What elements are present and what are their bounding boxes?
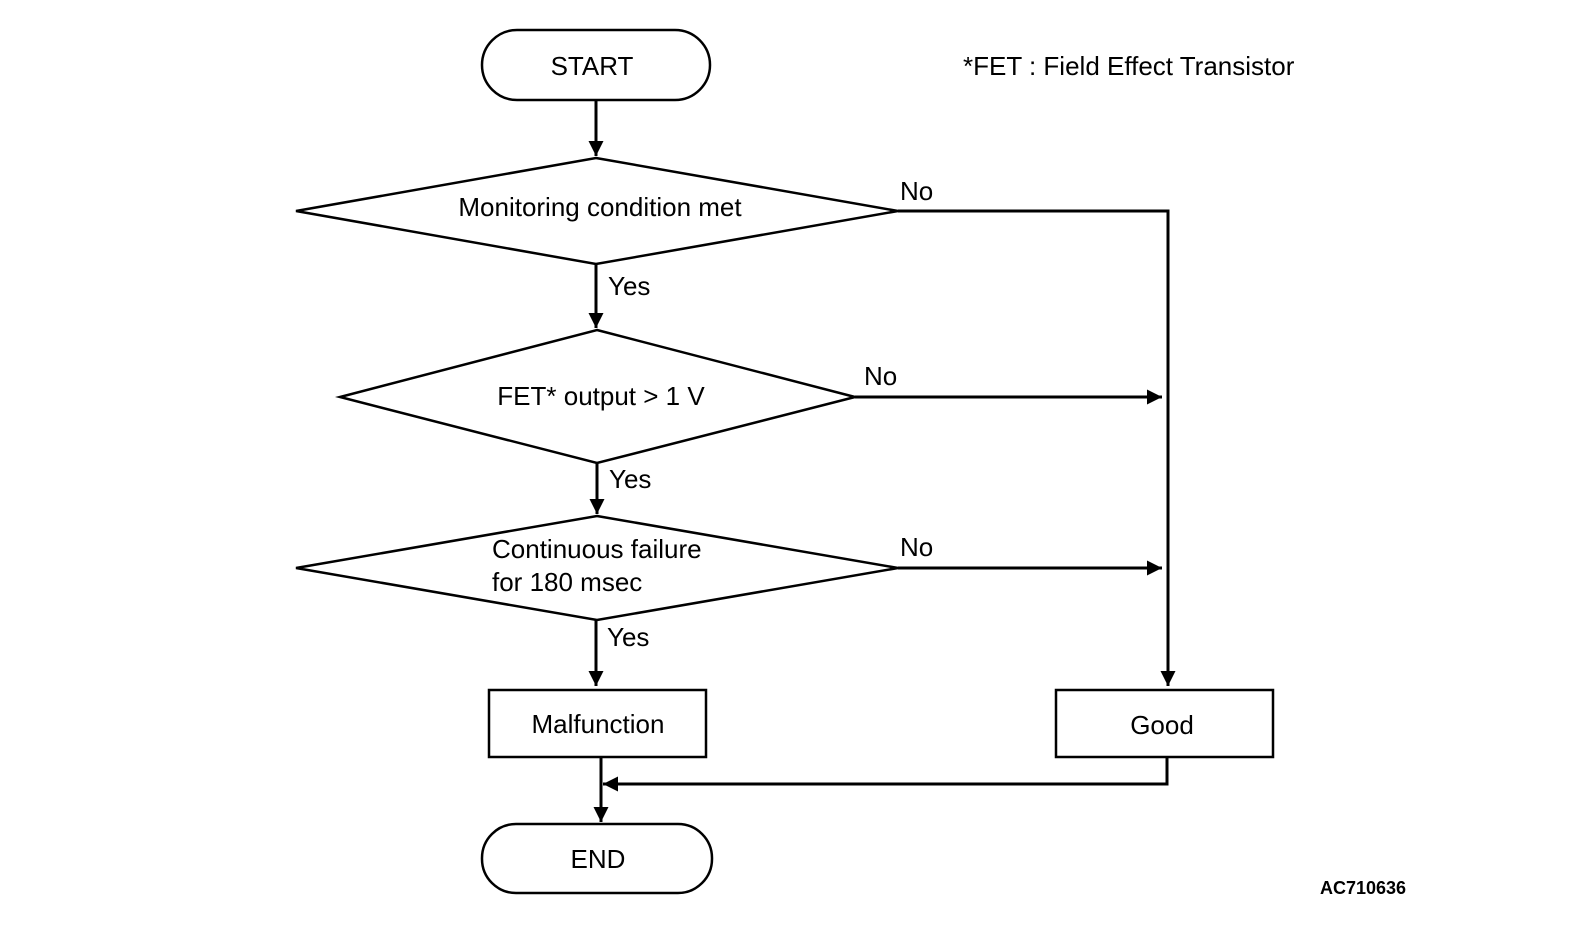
decision-fet-output: FET* output > 1 V: [335, 328, 856, 465]
failure-no-label: No: [900, 532, 933, 562]
malfunction-box: [487, 688, 708, 759]
monitoring-yes-label: Yes: [608, 271, 650, 301]
failure-yes-label: Yes: [607, 622, 649, 652]
end-label: END: [571, 844, 626, 874]
end-terminator-shape: [480, 822, 714, 895]
fet-no-label: No: [864, 361, 897, 391]
start-label: START: [551, 51, 634, 81]
arrow-good-to-end: [603, 757, 1169, 792]
decision-monitoring-label: Monitoring condition met: [458, 192, 742, 222]
monitoring-no-label: No: [900, 176, 933, 206]
decision-monitoring-condition: Monitoring condition met: [295, 156, 899, 266]
decision-continuous-failure: Continuous failure for 180 msec: [295, 514, 899, 622]
start-node: START: [480, 28, 712, 102]
good-box: [1054, 688, 1275, 759]
arrow-monitoring-no-to-good: [898, 209, 1176, 686]
figure-code: AC710636: [1320, 878, 1406, 898]
end-node: END: [480, 822, 714, 895]
good-node: Good: [1054, 688, 1275, 759]
decision-fet-label: FET* output > 1 V: [497, 381, 705, 411]
footnote: *FET : Field Effect Transistor: [963, 51, 1295, 81]
good-label: Good: [1130, 710, 1194, 740]
malfunction-label: Malfunction: [532, 709, 665, 739]
fet-yes-label: Yes: [609, 464, 651, 494]
malfunction-node: Malfunction: [487, 688, 708, 759]
decision-failure-label-line1: Continuous failure: [492, 534, 702, 564]
decision-failure-label-line2: for 180 msec: [492, 567, 642, 597]
